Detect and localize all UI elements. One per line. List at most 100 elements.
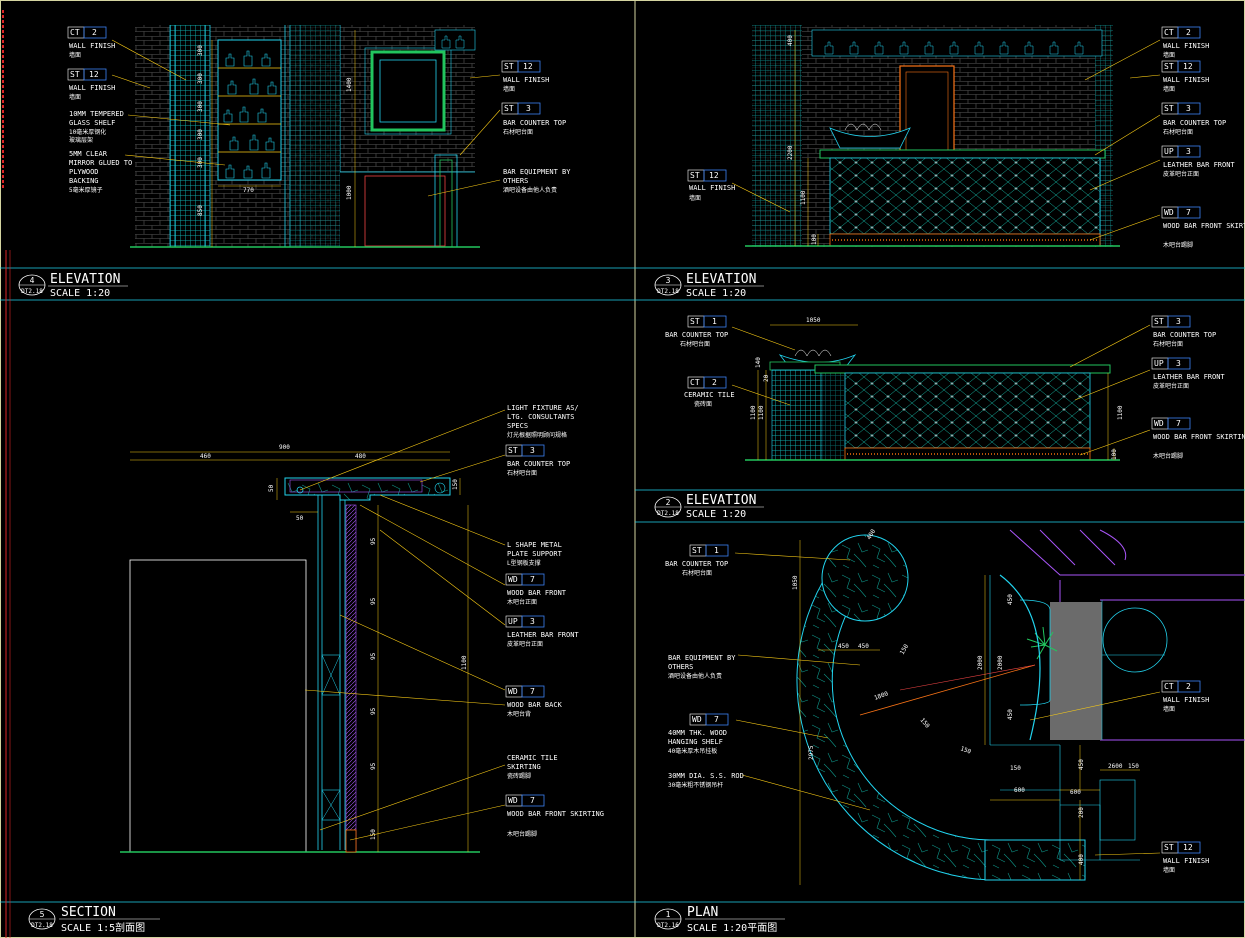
title-num: 2 bbox=[666, 498, 671, 507]
annotation-text: PLATE SUPPORT bbox=[507, 550, 563, 558]
dim: 450 bbox=[1078, 759, 1085, 770]
dim: 50 bbox=[268, 484, 275, 492]
title-sheet: DT2.18 bbox=[21, 288, 43, 295]
annotation-text: WOOD BAR FRONT bbox=[507, 589, 567, 597]
annotation-text: 1 bbox=[714, 546, 719, 555]
annotation-text: CT bbox=[70, 28, 80, 37]
annotation-text: 墙面 bbox=[689, 194, 701, 202]
dim: 600 bbox=[1070, 789, 1081, 796]
dim: 20 bbox=[763, 374, 770, 382]
dim: 450 bbox=[858, 643, 869, 650]
annotation-text: ST bbox=[1154, 317, 1164, 326]
panel-title: ELEVATION bbox=[686, 493, 756, 508]
curved-bar-counter bbox=[796, 569, 991, 881]
title-num: 5 bbox=[40, 910, 45, 919]
annotation-text: 石材吧台面 bbox=[1153, 340, 1183, 348]
annotation-text: LTG. CONSULTANTS bbox=[507, 413, 574, 421]
annotation-text: WALL FINISH bbox=[689, 184, 735, 192]
leather-bar-front bbox=[844, 372, 1091, 449]
annotation-text: 12 bbox=[523, 62, 533, 71]
dim: 200 bbox=[1078, 807, 1085, 818]
annotation-text: ST bbox=[504, 62, 514, 71]
dim: 150 bbox=[452, 479, 459, 490]
annotation-text: WD bbox=[508, 575, 518, 584]
annotation-text: 皮革吧台正面 bbox=[1153, 382, 1189, 390]
annotation-text: L SHAPE METAL bbox=[507, 541, 562, 549]
annotation-text: 40毫米厚木吊挂板 bbox=[668, 747, 717, 755]
panel-scale: SCALE 1:20 bbox=[686, 288, 746, 299]
panel-section-5: 900 460 480 50 50 150 1100 95 95 95 95 9… bbox=[120, 404, 604, 853]
annotation-text: 12 bbox=[1183, 843, 1193, 852]
annotation-text: 木吧台踢脚 bbox=[1153, 452, 1183, 460]
title-bar-section-5: 5 DT2.18 SECTION SCALE 1:5剖面图 bbox=[28, 905, 160, 934]
bar-counter-top-section bbox=[284, 477, 451, 501]
annotation-text: BAR EQUIPMENT BY bbox=[503, 168, 571, 176]
annotation-text: OTHERS bbox=[503, 177, 528, 185]
annotation-text: 30毫米粗不锈钢吊杆 bbox=[668, 781, 723, 789]
dim: 1100 bbox=[1117, 405, 1124, 420]
ceramic-tile-panel bbox=[771, 369, 823, 461]
panel-title: PLAN bbox=[687, 905, 718, 920]
dim: 850 bbox=[197, 205, 204, 216]
annotation-text: ST bbox=[690, 317, 700, 326]
column bbox=[1050, 602, 1102, 740]
annotation-text: 3 bbox=[1176, 359, 1181, 368]
annotation-text: CERAMIC TILE bbox=[507, 754, 558, 762]
annotation-text: WALL FINISH bbox=[503, 76, 549, 84]
dim: 400 bbox=[787, 35, 794, 46]
annotation-text: 3 bbox=[530, 446, 535, 455]
dim: 2000 bbox=[997, 655, 1004, 670]
annotation-text: 石材吧台面 bbox=[682, 569, 712, 577]
annotation-text: BAR EQUIPMENT BY bbox=[668, 654, 736, 662]
annotation-text: 7 bbox=[1176, 419, 1181, 428]
annotation-text: 7 bbox=[1186, 208, 1191, 217]
round-counter-end bbox=[821, 534, 909, 622]
annotation-text: BACKING bbox=[69, 177, 99, 185]
dim: 300 bbox=[197, 101, 204, 112]
annotation-text: 3 bbox=[1176, 317, 1181, 326]
panel-scale: SCALE 1:20 bbox=[50, 288, 110, 299]
dim: 300 bbox=[197, 73, 204, 84]
dim: 2975 bbox=[808, 745, 815, 760]
annotation-text: UP bbox=[1154, 359, 1164, 368]
annotation-text: CT bbox=[1164, 682, 1174, 691]
annotation-text: ST bbox=[1164, 843, 1174, 852]
annotation-text: WALL FINISH bbox=[1163, 42, 1209, 50]
annotation-text: WD bbox=[1154, 419, 1164, 428]
annotation-text: LEATHER BAR FRONT bbox=[1163, 161, 1235, 169]
annotation-text: CT bbox=[1164, 28, 1174, 37]
annotation-text: BAR COUNTER TOP bbox=[1153, 331, 1216, 339]
annotation-text: WD bbox=[508, 687, 518, 696]
annotation-text: 酒吧设备由他人负责 bbox=[503, 186, 557, 194]
annotation-text: 木吧台背 bbox=[507, 710, 531, 718]
dim: 1050 bbox=[806, 317, 821, 324]
dim: 400 bbox=[1078, 854, 1085, 865]
dim: 1400 bbox=[346, 77, 353, 92]
round-column bbox=[1102, 607, 1168, 673]
annotation-text: 12 bbox=[709, 171, 719, 180]
annotation-text: 12 bbox=[1183, 62, 1193, 71]
annotation-text: 10毫米厚钢化 bbox=[69, 128, 106, 136]
annotation-text: ST bbox=[508, 446, 518, 455]
title-bar-elevation-3: 3 DT2.18 ELEVATION SCALE 1:20 bbox=[654, 272, 764, 299]
annotation-text: 墙面 bbox=[69, 93, 81, 101]
dim: 400 bbox=[866, 528, 878, 541]
annotation-text: ST bbox=[504, 104, 514, 113]
annotation-text: 7 bbox=[530, 575, 535, 584]
annotation-text: 玻璃层架 bbox=[69, 136, 93, 144]
leather-bar-front bbox=[829, 157, 1101, 235]
annotation-text: CERAMIC TILE bbox=[684, 391, 735, 399]
